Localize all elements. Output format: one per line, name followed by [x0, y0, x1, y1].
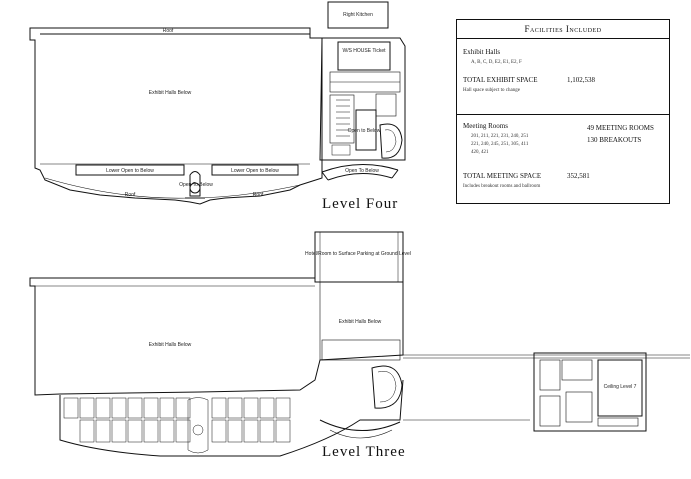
- footnote-meeting: Includes breakout rooms and ballroom: [463, 184, 541, 189]
- total-meeting-label: TOTAL MEETING SPACE: [463, 172, 542, 180]
- label-open-curve: Open To Below: [345, 168, 379, 174]
- label-top-roof: Roof: [163, 28, 174, 34]
- meeting-rooms-list-1: 201, 211, 221, 231, 240, 251: [471, 134, 529, 139]
- label-roof-right: Roof: [253, 192, 264, 198]
- level-four-title: Level Four: [322, 196, 399, 212]
- label-exhibit-halls-below: Exhibit Halls Below: [149, 342, 192, 348]
- label-ceiling-room: Ceiling Level 7: [604, 384, 637, 390]
- facilities-title: Facilities Included: [457, 20, 669, 39]
- level-three-hall-outline: [29, 277, 404, 396]
- facilities-box: Facilities Included Exhibit Halls A, B, …: [456, 19, 670, 204]
- label-lobby-open: Open To Below: [179, 182, 213, 188]
- footnote-exhibit: Hall space subject to change: [463, 88, 520, 93]
- label-roof-left: Roof: [125, 192, 136, 198]
- label-loading-dock: Hotel/Room to Surface Parking at Ground …: [305, 251, 411, 257]
- exhibit-halls-label: Exhibit Halls: [463, 48, 501, 56]
- label-left-open: Lower Open to Below: [106, 168, 154, 174]
- label-right-open: Lower Open to Below: [231, 168, 279, 174]
- meeting-rooms-list-2: 221, 240, 245, 251, 305, 411: [471, 142, 529, 147]
- level-four-hall-outline: [29, 27, 323, 205]
- label-exhibit-halls: Exhibit Halls Below: [149, 90, 192, 96]
- meeting-rooms-list-3: 420, 421: [471, 150, 489, 155]
- total-exhibit-label: TOTAL EXHIBIT SPACE: [463, 76, 538, 84]
- label-right-kitchen: Right Kitchen: [343, 12, 373, 18]
- label-open-center: Open to Below: [348, 128, 381, 134]
- label-ws-room: W/S HOUSE Ticket: [342, 48, 386, 54]
- label-lobby: Exhibit Halls Below: [339, 319, 382, 325]
- breakout-count: 130 BREAKOUTS: [587, 136, 642, 144]
- level-three-title: Level Three: [322, 444, 406, 460]
- exhibit-halls-list: A, B, C, D, E2, E1, E2, F: [471, 60, 522, 65]
- total-meeting-value: 352,581: [567, 172, 590, 180]
- total-exhibit-value: 1,102,538: [567, 76, 595, 84]
- meeting-room-count: 49 MEETING ROOMS: [587, 124, 654, 132]
- meeting-rooms-label: Meeting Rooms: [463, 122, 508, 130]
- level-three-plan: [29, 231, 690, 457]
- level-four-plan: [29, 1, 406, 205]
